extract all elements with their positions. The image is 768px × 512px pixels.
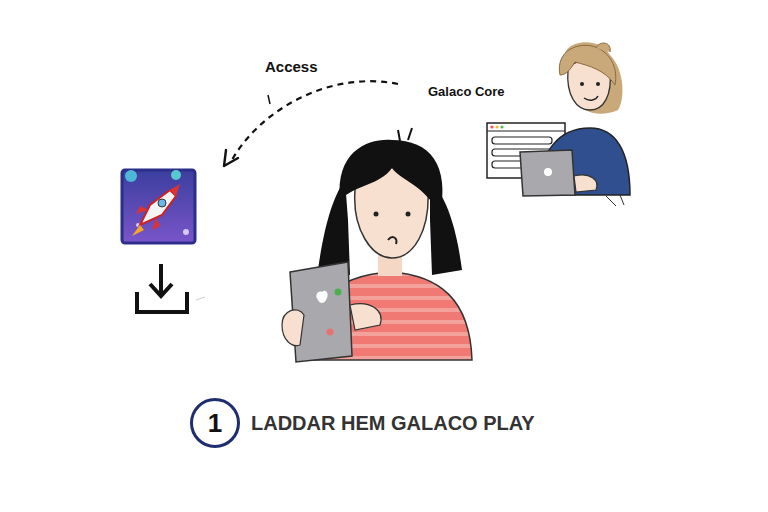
caption: LADDAR HEM GALACO PLAY [251,412,535,435]
girl-with-tablet [282,128,472,362]
tick [268,95,270,104]
system-label: Galaco Core [428,84,505,99]
developer-with-laptop [487,42,630,206]
arrow-head [224,150,238,166]
arrow-label: Access [265,58,318,75]
step-number-circle: 1 [190,398,240,448]
step-number: 1 [208,408,222,439]
download-icon [137,264,187,312]
app-icon [122,170,195,243]
stroke [196,297,205,300]
